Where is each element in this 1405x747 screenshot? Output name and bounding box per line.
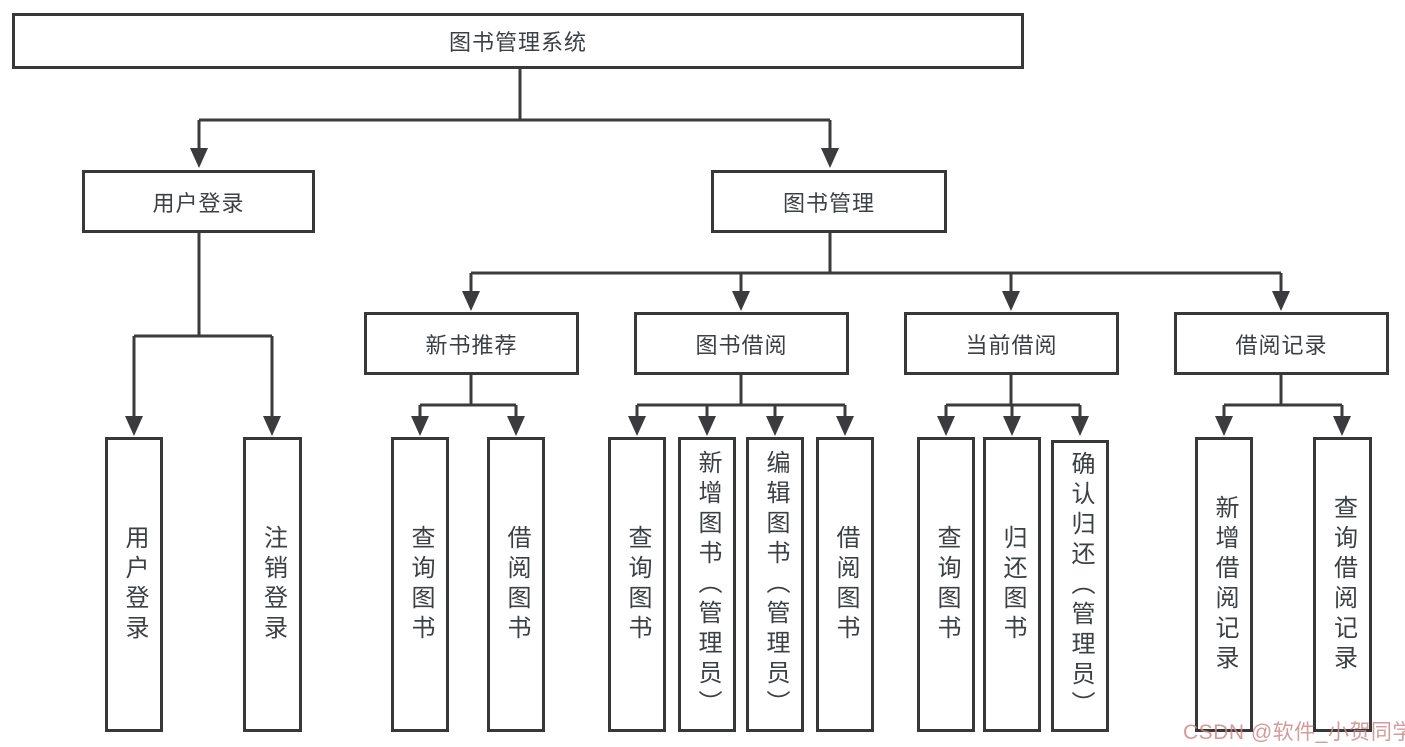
node-current-borrow: 当前借阅 xyxy=(904,312,1119,375)
connector-current-children xyxy=(944,375,1082,420)
node-label: 新增图书（管理员） xyxy=(694,449,721,720)
node-book-management: 图书管理 xyxy=(711,170,947,233)
node-label: 当前借阅 xyxy=(965,332,1058,358)
node-label: 查询借阅记录 xyxy=(1329,494,1357,675)
arrow-down-icon xyxy=(1215,416,1233,436)
arrow-down-icon xyxy=(766,416,784,436)
node-new-book-recommend: 新书推荐 xyxy=(364,312,579,375)
arrow-down-icon xyxy=(190,148,208,168)
arrow-down-icon xyxy=(937,416,955,436)
node-add-book-admin: 新增图书（管理员） xyxy=(678,437,736,732)
connector-newbook-children xyxy=(418,375,518,420)
arrow-down-icon xyxy=(1003,416,1021,436)
node-label: 查询图书 xyxy=(407,524,434,645)
node-borrow-records: 借阅记录 xyxy=(1174,312,1389,375)
arrow-down-icon xyxy=(462,291,480,311)
connector-userlogin-children xyxy=(132,233,274,420)
node-confirm-return-admin: 确认归还（管理员） xyxy=(1051,440,1109,732)
node-label: 查询图书 xyxy=(624,524,651,645)
connector-root-to-level1 xyxy=(197,68,832,152)
node-query-books-3: 查询图书 xyxy=(917,437,975,732)
node-user-login-leaf: 用户登录 xyxy=(105,437,163,732)
arrow-down-icon xyxy=(1002,291,1020,311)
arrow-down-icon xyxy=(507,416,525,436)
node-label: 借阅图书 xyxy=(832,524,859,645)
node-label: 借阅图书 xyxy=(503,524,530,645)
arrow-down-icon xyxy=(125,416,143,436)
node-label: 用户登录 xyxy=(121,524,148,645)
node-label: 归还图书 xyxy=(999,524,1026,645)
node-label: 图书管理系统 xyxy=(448,30,587,55)
arrow-down-icon xyxy=(732,291,750,311)
node-label: 用户登录 xyxy=(152,190,245,216)
node-query-books-1: 查询图书 xyxy=(391,437,449,732)
arrow-down-icon xyxy=(821,148,839,168)
connector-records-children xyxy=(1222,375,1344,420)
arrow-down-icon xyxy=(411,416,429,436)
node-user-login: 用户登录 xyxy=(82,170,315,233)
arrow-down-icon xyxy=(836,416,854,436)
arrow-down-icon xyxy=(628,416,646,436)
node-label: 新书推荐 xyxy=(425,332,518,358)
node-label: 确认归还（管理员） xyxy=(1067,451,1094,721)
arrow-down-icon xyxy=(1272,291,1290,311)
node-return-book: 归还图书 xyxy=(983,437,1041,732)
arrow-down-icon xyxy=(1071,416,1089,436)
node-label: 查询图书 xyxy=(933,524,960,645)
node-label: 图书借阅 xyxy=(695,332,788,358)
arrow-down-icon xyxy=(1333,416,1351,436)
node-query-books-2: 查询图书 xyxy=(608,437,666,732)
node-edit-book-admin: 编辑图书（管理员） xyxy=(746,437,804,732)
node-label: 图书管理 xyxy=(782,190,875,216)
node-add-borrow-record: 新增借阅记录 xyxy=(1195,437,1253,732)
node-label: 注销登录 xyxy=(259,524,287,645)
node-logout: 注销登录 xyxy=(243,437,302,732)
arrow-down-icon xyxy=(263,416,281,436)
csdn-watermark: CSDN @软件_小贺同学 xyxy=(1183,721,1405,744)
node-query-borrow-record: 查询借阅记录 xyxy=(1313,437,1372,732)
node-label: 借阅记录 xyxy=(1235,332,1328,358)
node-book-borrow: 图书借阅 xyxy=(634,312,849,375)
node-borrow-books-2: 借阅图书 xyxy=(816,437,874,732)
connector-bookmgmt-to-level2 xyxy=(469,233,1283,296)
node-label: 新增借阅记录 xyxy=(1211,494,1238,675)
connector-borrow-children xyxy=(635,375,847,420)
arrow-down-icon xyxy=(698,416,716,436)
node-label: 编辑图书（管理员） xyxy=(762,449,789,720)
node-library-system: 图书管理系统 xyxy=(12,13,1024,69)
node-borrow-books-1: 借阅图书 xyxy=(487,437,545,732)
